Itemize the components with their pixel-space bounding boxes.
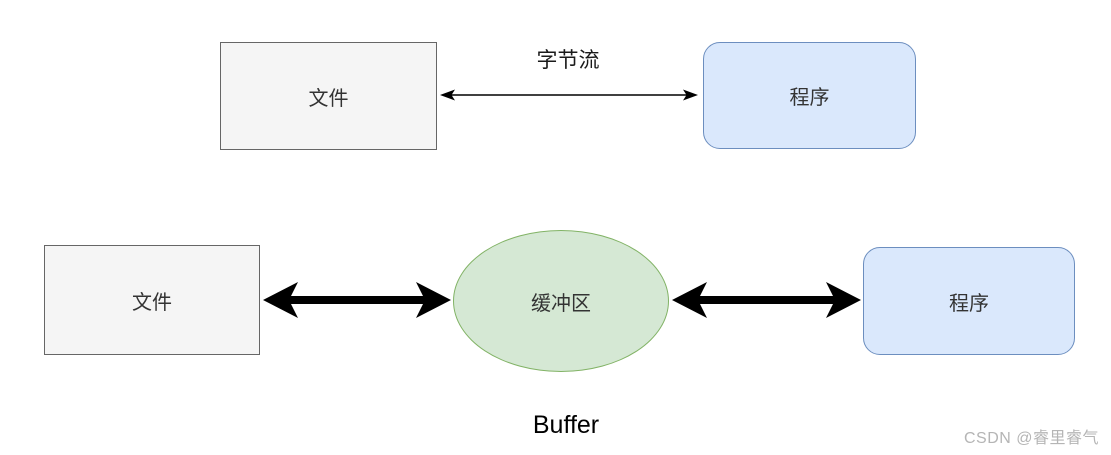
program-node-top-label: 程序 [789, 87, 830, 109]
buffer-ellipse-label: 缓冲区 [531, 292, 591, 315]
program-node-bottom: 程序 [863, 247, 1075, 355]
file-node-top: 文件 [220, 42, 437, 150]
program-node-top: 程序 [703, 42, 916, 149]
file-node-top-label: 文件 [308, 87, 349, 110]
buffer-caption: Buffer [532, 411, 600, 439]
buffer-ellipse-node: 缓冲区 [453, 230, 669, 372]
file-node-bottom: 文件 [44, 245, 260, 355]
program-node-bottom-label: 程序 [949, 292, 989, 315]
csdn-watermark: CSDN @睿里睿气 [963, 430, 1099, 447]
byte-stream-arrow-label: 字节流 [536, 49, 600, 72]
file-node-bottom-label: 文件 [132, 291, 172, 314]
